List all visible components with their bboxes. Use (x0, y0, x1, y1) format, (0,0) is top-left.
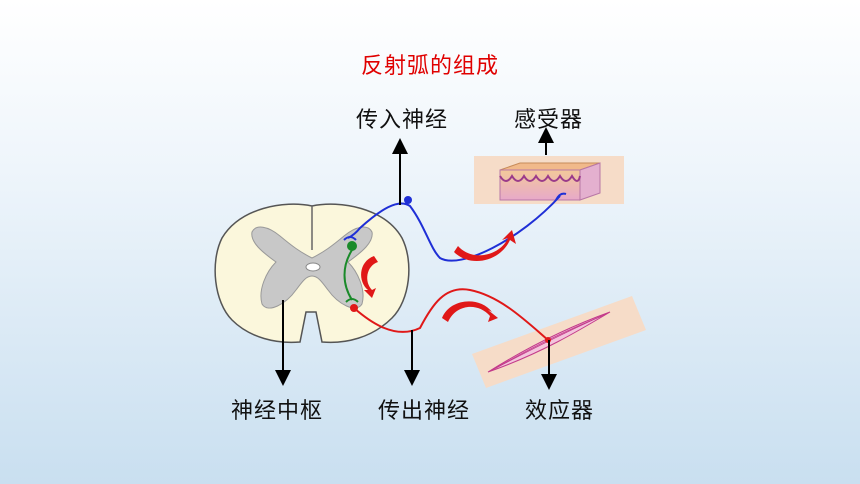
interneuron-path (343, 249, 353, 301)
diagram-title: 反射弧的组成 (361, 54, 500, 79)
interneuron-soma (347, 241, 357, 251)
curved-arrow-icon (454, 230, 516, 262)
dorsal-root-ganglion (404, 196, 412, 204)
effector-label: 效应器 (525, 399, 595, 424)
afferent-nerve-path (347, 195, 561, 262)
effector-muscle (472, 296, 646, 388)
spinal-cord-section (214, 203, 410, 344)
curved-arrow-icon (361, 256, 378, 298)
nerve-center-label: 神经中枢 (231, 399, 324, 424)
receptor-skin (474, 156, 624, 204)
pointer-arrows (275, 127, 557, 390)
afferent-nerve-label: 传入神经 (356, 108, 449, 133)
efferent-nerve-path (353, 288, 549, 341)
curved-arrow-icon (442, 301, 498, 322)
central-canal (305, 262, 321, 272)
efferent-nerve-label: 传出神经 (378, 399, 471, 424)
signal-direction-arrows (361, 230, 516, 322)
